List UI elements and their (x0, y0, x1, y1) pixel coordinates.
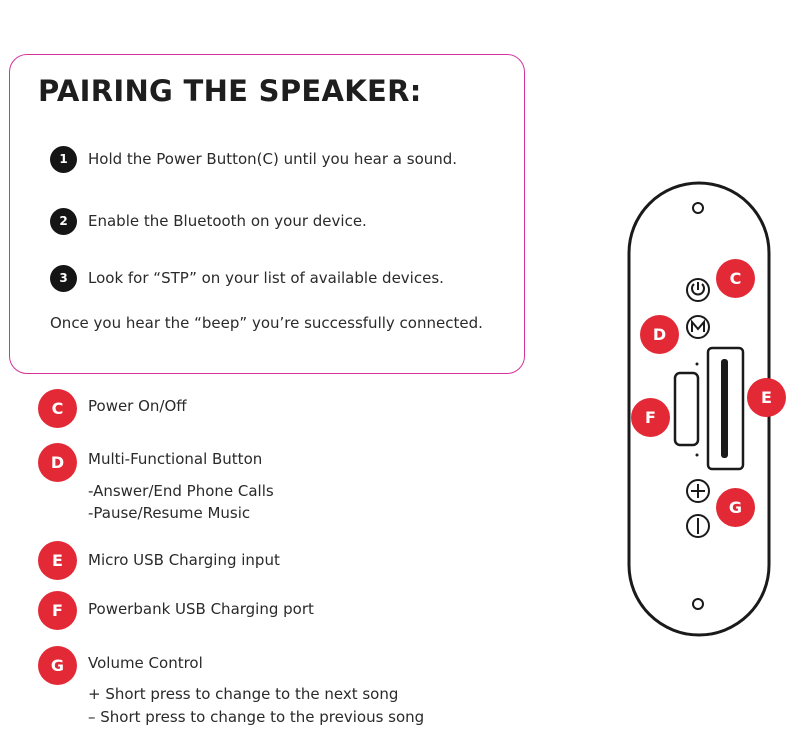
mode-button-icon (686, 315, 710, 339)
legend-badge-c: C (38, 389, 77, 428)
legend-badge-e: E (38, 541, 77, 580)
step-number-badge: 1 (50, 145, 77, 173)
legend-label-volume: Volume Control (88, 654, 203, 672)
legend-badge-d: D (38, 443, 77, 482)
legend-label-power: Power On/Off (88, 397, 187, 415)
legend-sub-next-song: + Short press to change to the next song (88, 685, 399, 703)
step-text: Look for “STP” on your list of available… (88, 269, 444, 287)
device-badge-f: F (631, 398, 670, 437)
step-number-badge: 2 (50, 207, 77, 235)
legend-label-powerbank: Powerbank USB Charging port (88, 600, 314, 618)
micro-usb-slot-inner (721, 359, 728, 458)
mount-hole-icon (692, 202, 704, 214)
device-badge-d: D (640, 315, 679, 354)
legend-sub-pause-music: -Pause/Resume Music (88, 504, 251, 522)
volume-down-icon (686, 514, 710, 538)
powerbank-usb-port (673, 371, 700, 447)
step-text: Hold the Power Button(C) until you hear … (88, 150, 458, 168)
volume-up-icon (686, 479, 710, 503)
legend-badge-f: F (38, 591, 77, 630)
device-badge-g: G (716, 488, 755, 527)
pairing-step-2: 2 Enable the Bluetooth on your device. (50, 207, 367, 235)
legend-badge-g: G (38, 646, 77, 685)
mount-hole-icon (692, 598, 704, 610)
pairing-title: PAIRING THE SPEAKER: (38, 74, 422, 108)
pairing-instructions-box (9, 54, 525, 374)
pairing-step-3: 3 Look for “STP” on your list of availab… (50, 264, 444, 292)
pairing-note: Once you hear the “beep” you’re successf… (50, 314, 483, 332)
pairing-step-1: 1 Hold the Power Button(C) until you hea… (50, 145, 457, 173)
indicator-dot (695, 362, 699, 366)
legend-sub-previous-song: – Short press to change to the previous … (88, 708, 425, 726)
power-icon (686, 278, 710, 302)
step-text: Enable the Bluetooth on your device. (88, 212, 367, 230)
indicator-dot (695, 453, 699, 457)
device-badge-c: C (716, 259, 755, 298)
device-badge-e: E (747, 378, 786, 417)
step-number-badge: 3 (50, 264, 77, 292)
legend-label-micro-usb: Micro USB Charging input (88, 551, 280, 569)
legend-sub-answer-calls: -Answer/End Phone Calls (88, 482, 274, 500)
micro-usb-slot (706, 346, 745, 471)
legend-label-multifunction: Multi-Functional Button (88, 450, 263, 468)
